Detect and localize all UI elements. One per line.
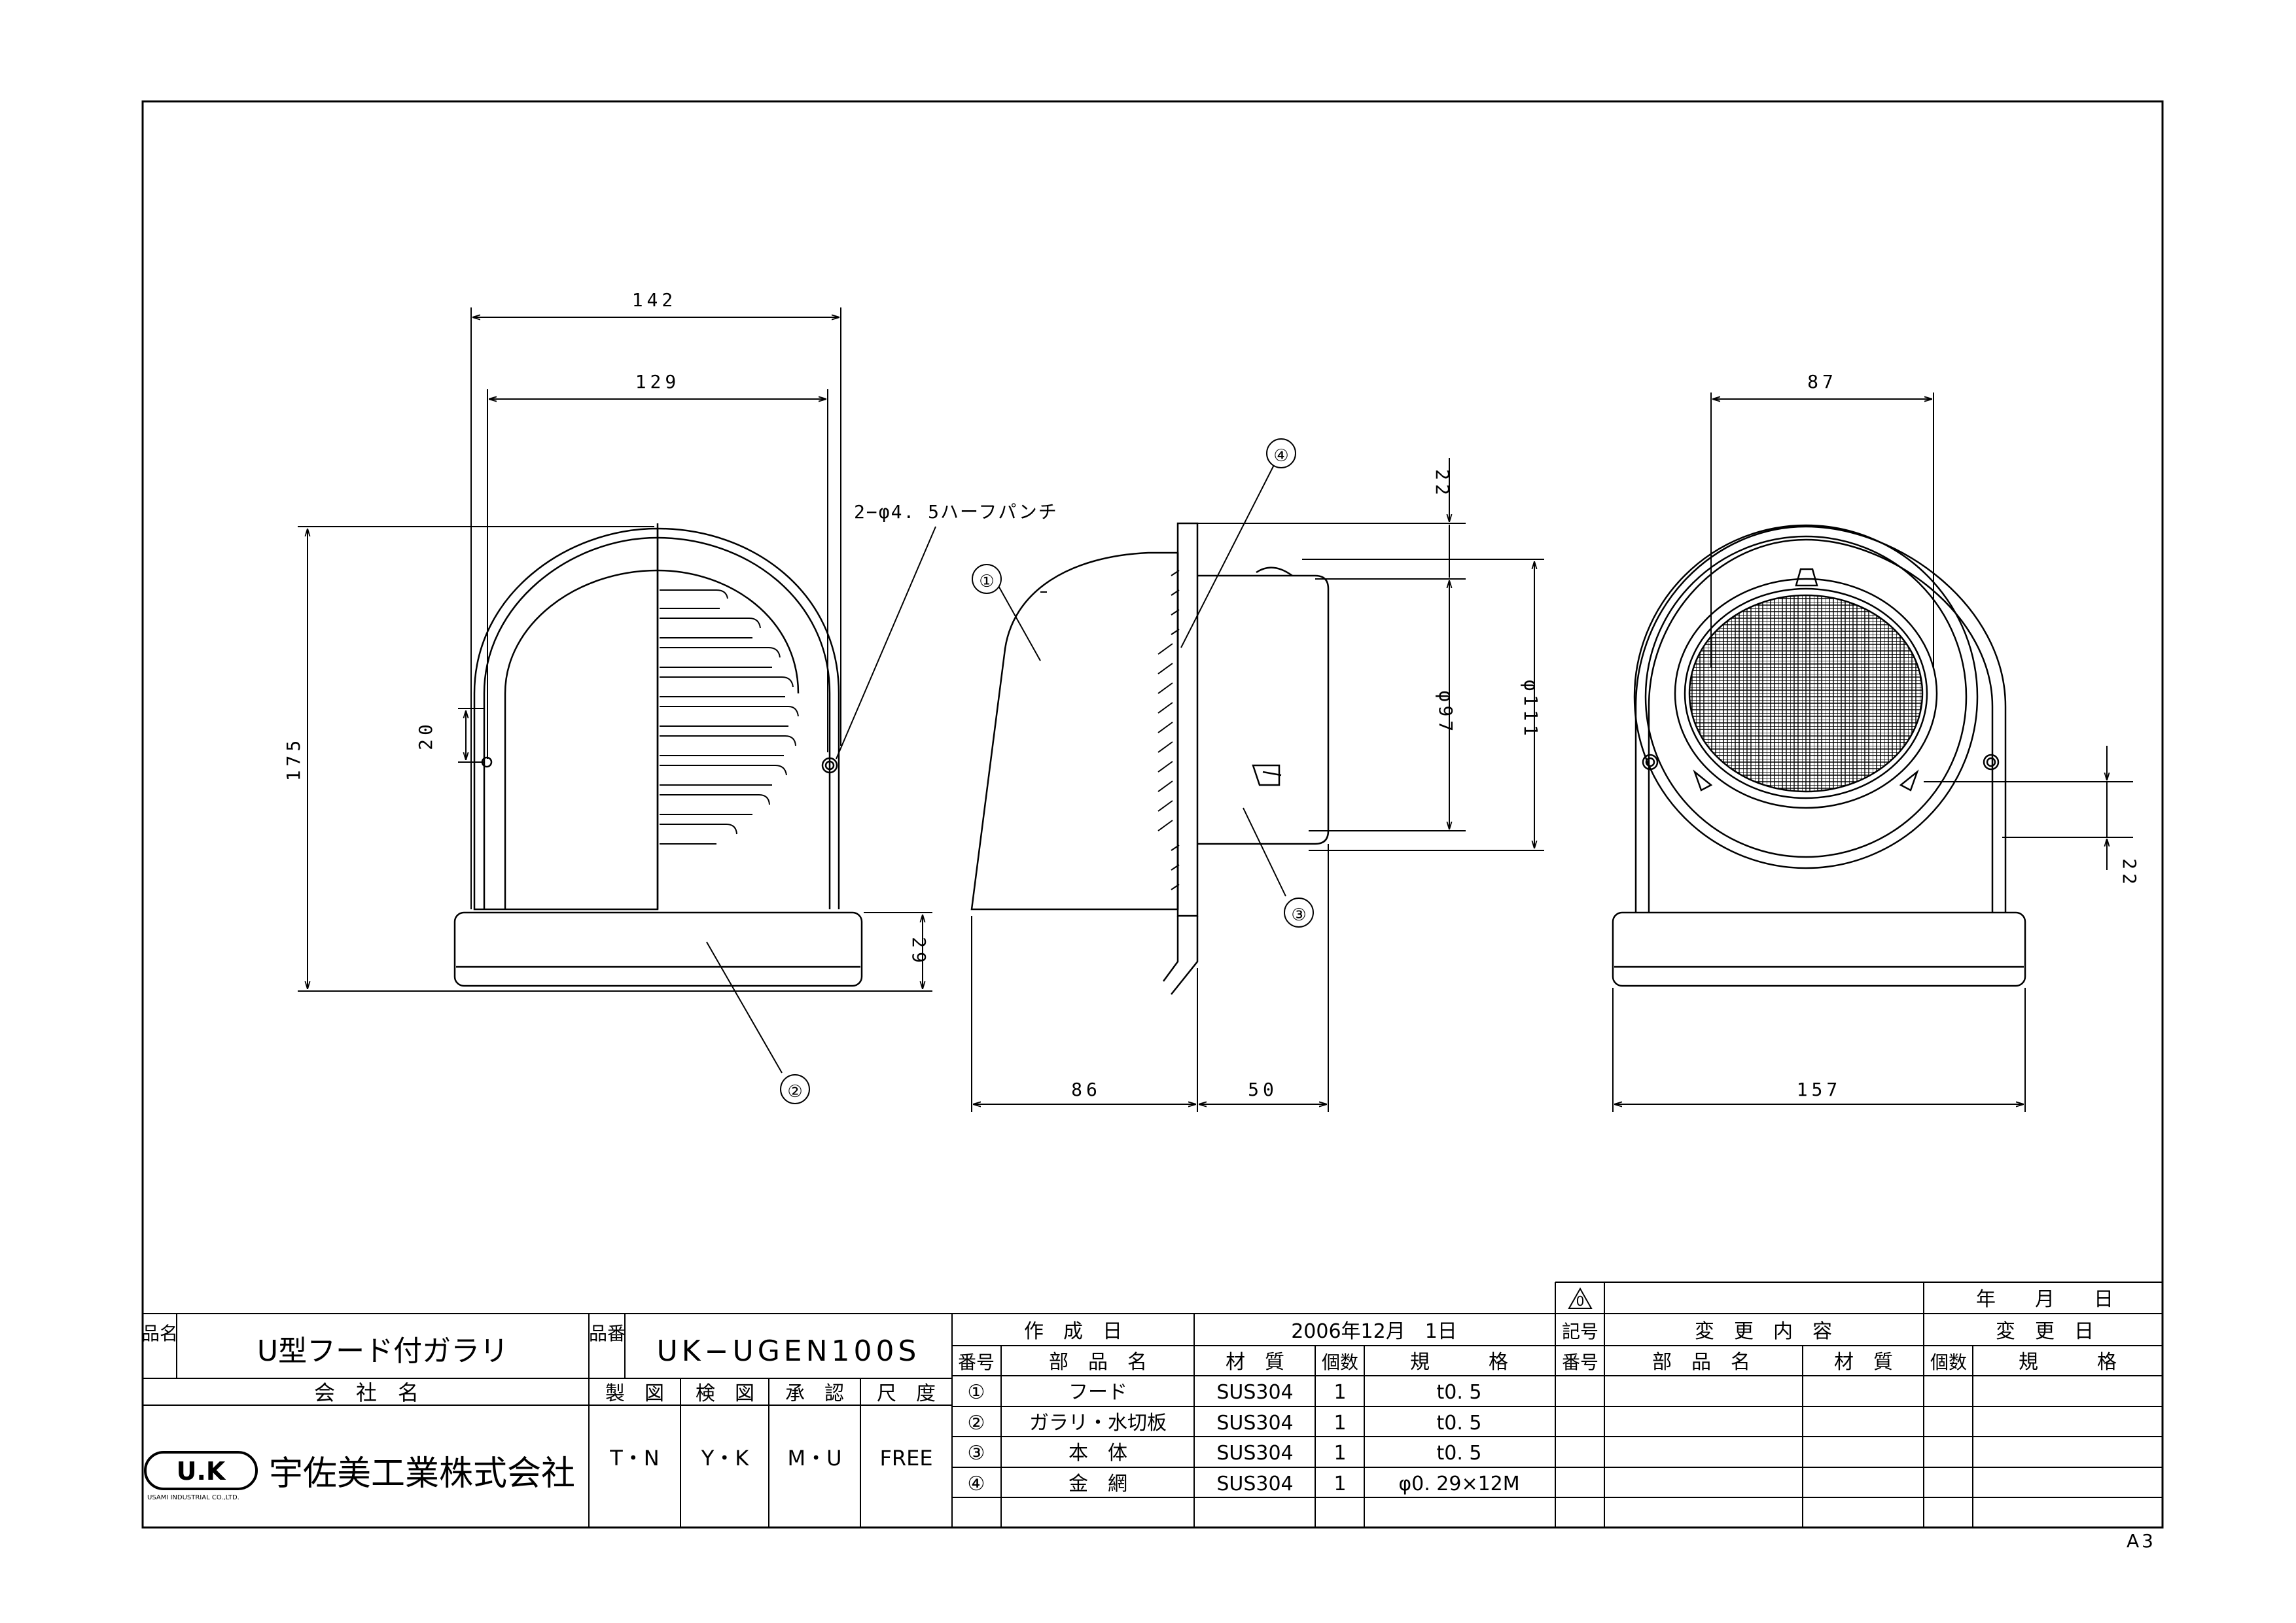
part-qty: 1	[1333, 1442, 1346, 1465]
part-no: ②	[968, 1412, 985, 1435]
front-view	[453, 523, 863, 987]
part-material: SUS304	[1216, 1473, 1293, 1495]
approval-header-checked: 検 図	[696, 1382, 754, 1405]
table-row: ③ 本 体 SUS304 1 t0. 5	[968, 1442, 1482, 1465]
approval-header-scale: 尺 度	[877, 1382, 936, 1405]
dim-rear-top-width: 87	[1807, 371, 1837, 393]
side-dimensions	[971, 458, 1544, 1112]
approval-drawn: T・N	[609, 1446, 660, 1471]
parts-header-no: 番号	[958, 1352, 995, 1373]
revision-col-qty: 個数	[1930, 1352, 1967, 1373]
part-material: SUS304	[1216, 1381, 1293, 1404]
part-no: ①	[968, 1381, 985, 1404]
revision-header: 変 更 内 容	[1695, 1320, 1832, 1343]
callouts: ① ② ③ ④	[780, 438, 1314, 1104]
part-spec: t0. 5	[1436, 1412, 1481, 1435]
company-name: 宇佐美工業株式会社	[269, 1454, 575, 1493]
part-name: 本 体	[1069, 1442, 1127, 1465]
parts-header-material: 材 質	[1226, 1351, 1284, 1374]
revision-date-header: 年 月 日	[1976, 1288, 2113, 1311]
part-material: SUS304	[1216, 1442, 1293, 1465]
parts-header-spec: 規 格	[1410, 1351, 1508, 1374]
company-logo: U.K USAMI INDUSTRIAL CO.,LTD.	[144, 1451, 258, 1501]
part-qty: 1	[1333, 1412, 1346, 1435]
created-date: 2006年12月 1日	[1291, 1320, 1457, 1343]
approval-header-approved: 承 認	[785, 1382, 844, 1405]
hole-note: 2−φ4. 5ハーフパンチ	[854, 501, 1058, 523]
company-header: 会 社 名	[314, 1380, 419, 1405]
part-name: ガラリ・水切板	[1029, 1412, 1167, 1435]
sheet-size: A3	[2127, 1530, 2156, 1552]
part-name: フード	[1069, 1381, 1127, 1404]
dim-rear-base-width: 157	[1797, 1079, 1842, 1100]
part-name: 金 網	[1069, 1473, 1127, 1495]
name-label: 品名	[141, 1323, 178, 1344]
dim-rear-offset: 22	[2119, 858, 2140, 888]
callout-1: ①	[979, 572, 994, 591]
created-label: 作 成 日	[1024, 1320, 1122, 1343]
rear-dimensions	[1612, 393, 2133, 1112]
product-name: U型フード付ガラリ	[257, 1335, 508, 1368]
callout-3: ③	[1291, 905, 1306, 925]
revision-col-material: 材 質	[1834, 1351, 1893, 1374]
front-dimensions	[298, 307, 936, 1073]
part-qty: 1	[1333, 1381, 1346, 1404]
revision-symbol: 0	[1576, 1293, 1585, 1309]
parts-header-name: 部 品 名	[1049, 1351, 1147, 1374]
part-qty: 1	[1333, 1473, 1346, 1495]
callout-4: ④	[1273, 446, 1288, 466]
dim-front-width-inner: 129	[635, 371, 680, 393]
product-number: UK−UGEN100S	[657, 1335, 921, 1368]
number-label: 品番	[589, 1323, 626, 1344]
revision-col-name: 部 品 名	[1652, 1351, 1750, 1374]
callout-2: ②	[787, 1082, 802, 1102]
part-no: ③	[968, 1442, 985, 1465]
dim-side-dia-inner: φ97	[1435, 691, 1457, 736]
dim-front-height: 175	[283, 737, 304, 782]
rear-view	[1612, 524, 2026, 987]
table-row: ④ 金 網 SUS304 1 φ0. 29×12M	[968, 1473, 1520, 1495]
dim-front-hole-pitch: 20	[415, 720, 436, 750]
sheet-border	[141, 100, 2164, 1529]
part-spec: φ0. 29×12M	[1398, 1473, 1519, 1495]
parts-header-qty: 個数	[1322, 1352, 1358, 1373]
dim-side-top-offset: 22	[1432, 469, 1453, 499]
side-view	[970, 522, 1330, 995]
revision-col-symbol: 記号	[1562, 1321, 1598, 1342]
company-logo-sub: USAMI INDUSTRIAL CO.,LTD.	[147, 1494, 239, 1501]
title-block	[143, 1282, 2163, 1527]
table-row: ② ガラリ・水切板 SUS304 1 t0. 5	[968, 1412, 1482, 1435]
revision-col-spec: 規 格	[2019, 1351, 2117, 1374]
part-spec: t0. 5	[1436, 1381, 1481, 1404]
approval-header-drawn: 製 図	[605, 1382, 664, 1405]
dim-side-body-depth: 50	[1248, 1079, 1278, 1100]
table-row: ① フード SUS304 1 t0. 5	[968, 1381, 1482, 1404]
part-no: ④	[968, 1473, 985, 1495]
part-material: SUS304	[1216, 1412, 1293, 1435]
company-logo-text: U.K	[177, 1457, 226, 1486]
dim-front-width-outer: 142	[632, 289, 677, 311]
revision-change-date-header: 変 更 日	[1996, 1320, 2094, 1343]
part-spec: t0. 5	[1436, 1442, 1481, 1465]
approval-scale: FREE	[879, 1446, 932, 1471]
dim-side-dia-outer: φ111	[1520, 680, 1542, 739]
approval-checked: Y・K	[701, 1446, 750, 1471]
approval-approved: M・U	[787, 1446, 841, 1471]
dim-side-hood-depth: 86	[1071, 1079, 1101, 1100]
dim-front-base-height: 29	[908, 937, 930, 967]
revision-col-no: 番号	[1562, 1352, 1598, 1373]
